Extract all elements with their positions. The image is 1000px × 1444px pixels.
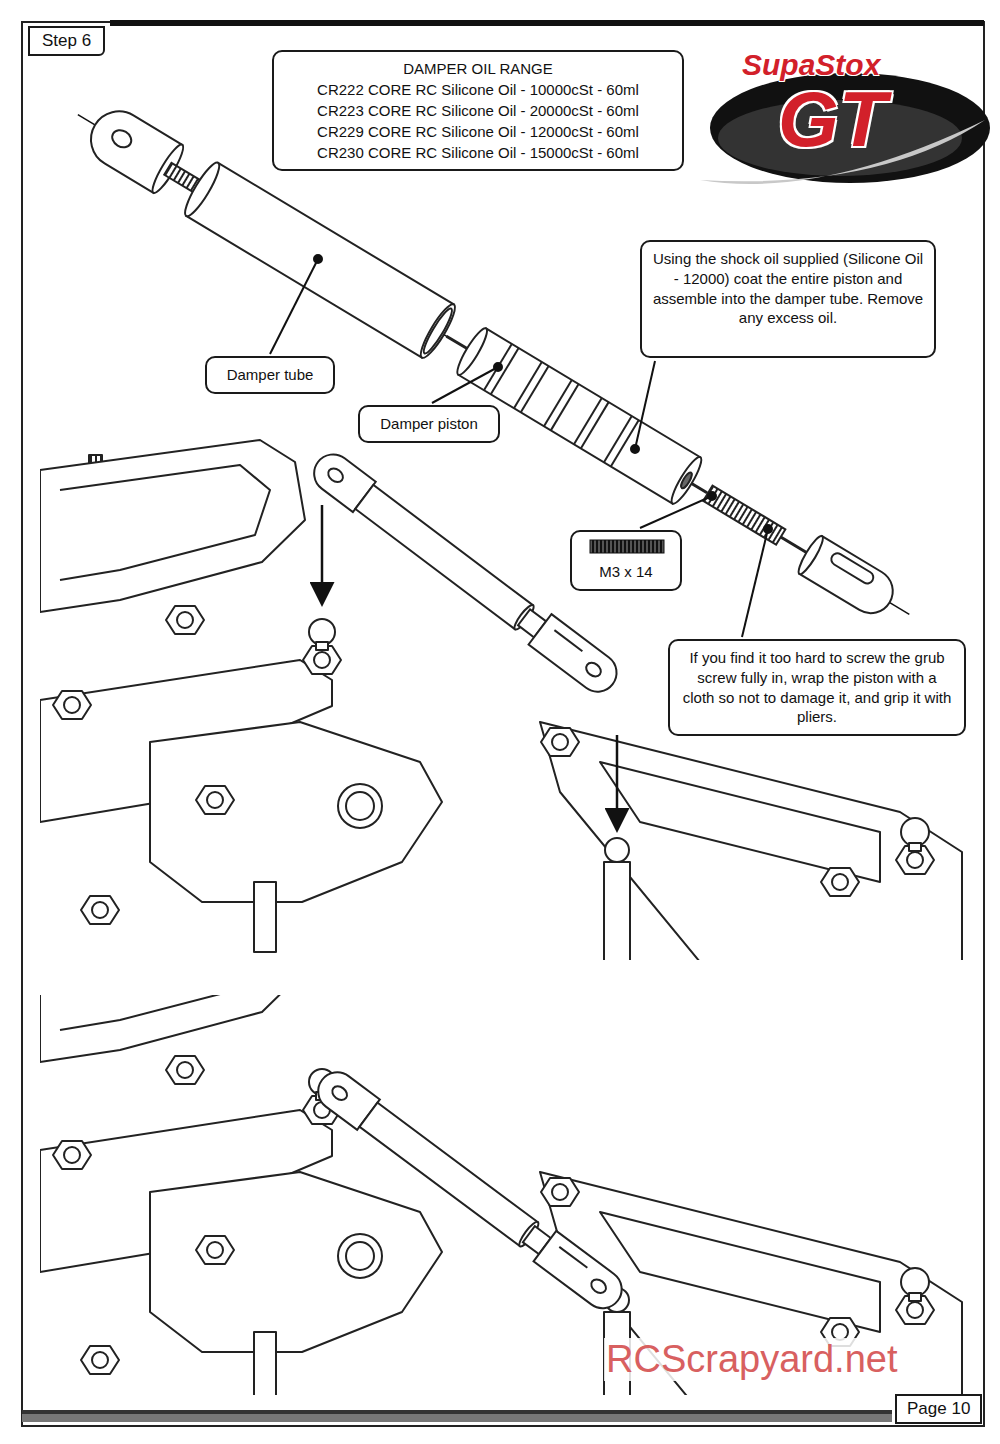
box-text: If you find it too hard to screw the gru… bbox=[680, 648, 954, 727]
part-callout: M3 x 14 bbox=[570, 530, 682, 591]
part-callout: Damper piston bbox=[358, 405, 500, 443]
box-text: Damper tube bbox=[217, 365, 323, 385]
box-text: CR229 CORE RC Silicone Oil - 12000cSt - … bbox=[284, 121, 672, 142]
logo-text: SupaStox bbox=[742, 48, 880, 82]
box-text: Using the shock oil supplied (Silicone O… bbox=[652, 249, 924, 328]
oil-range-box: DAMPER OIL RANGECR222 CORE RC Silicone O… bbox=[272, 50, 684, 171]
watermark: RCScrapyard.net bbox=[604, 1338, 899, 1381]
box-text: Step 6 bbox=[42, 31, 91, 51]
page-number: Page 10 bbox=[895, 1394, 982, 1424]
box-text: M3 x 14 bbox=[582, 562, 670, 582]
box-text: CR222 CORE RC Silicone Oil - 10000cSt - … bbox=[284, 79, 672, 100]
logo-text: GT bbox=[778, 80, 886, 158]
box-text: Damper piston bbox=[370, 414, 488, 434]
box-text: Page 10 bbox=[907, 1399, 970, 1419]
part-callout: Damper tube bbox=[205, 356, 335, 394]
step-tab: Step 6 bbox=[28, 26, 105, 56]
instruction-callout: If you find it too hard to screw the gru… bbox=[668, 639, 966, 736]
box-text: CR223 CORE RC Silicone Oil - 20000cSt - … bbox=[284, 100, 672, 121]
box-text: CR230 CORE RC Silicone Oil - 15000cSt - … bbox=[284, 142, 672, 163]
instruction-callout: Using the shock oil supplied (Silicone O… bbox=[640, 240, 936, 358]
box-heading: DAMPER OIL RANGE bbox=[284, 58, 672, 79]
